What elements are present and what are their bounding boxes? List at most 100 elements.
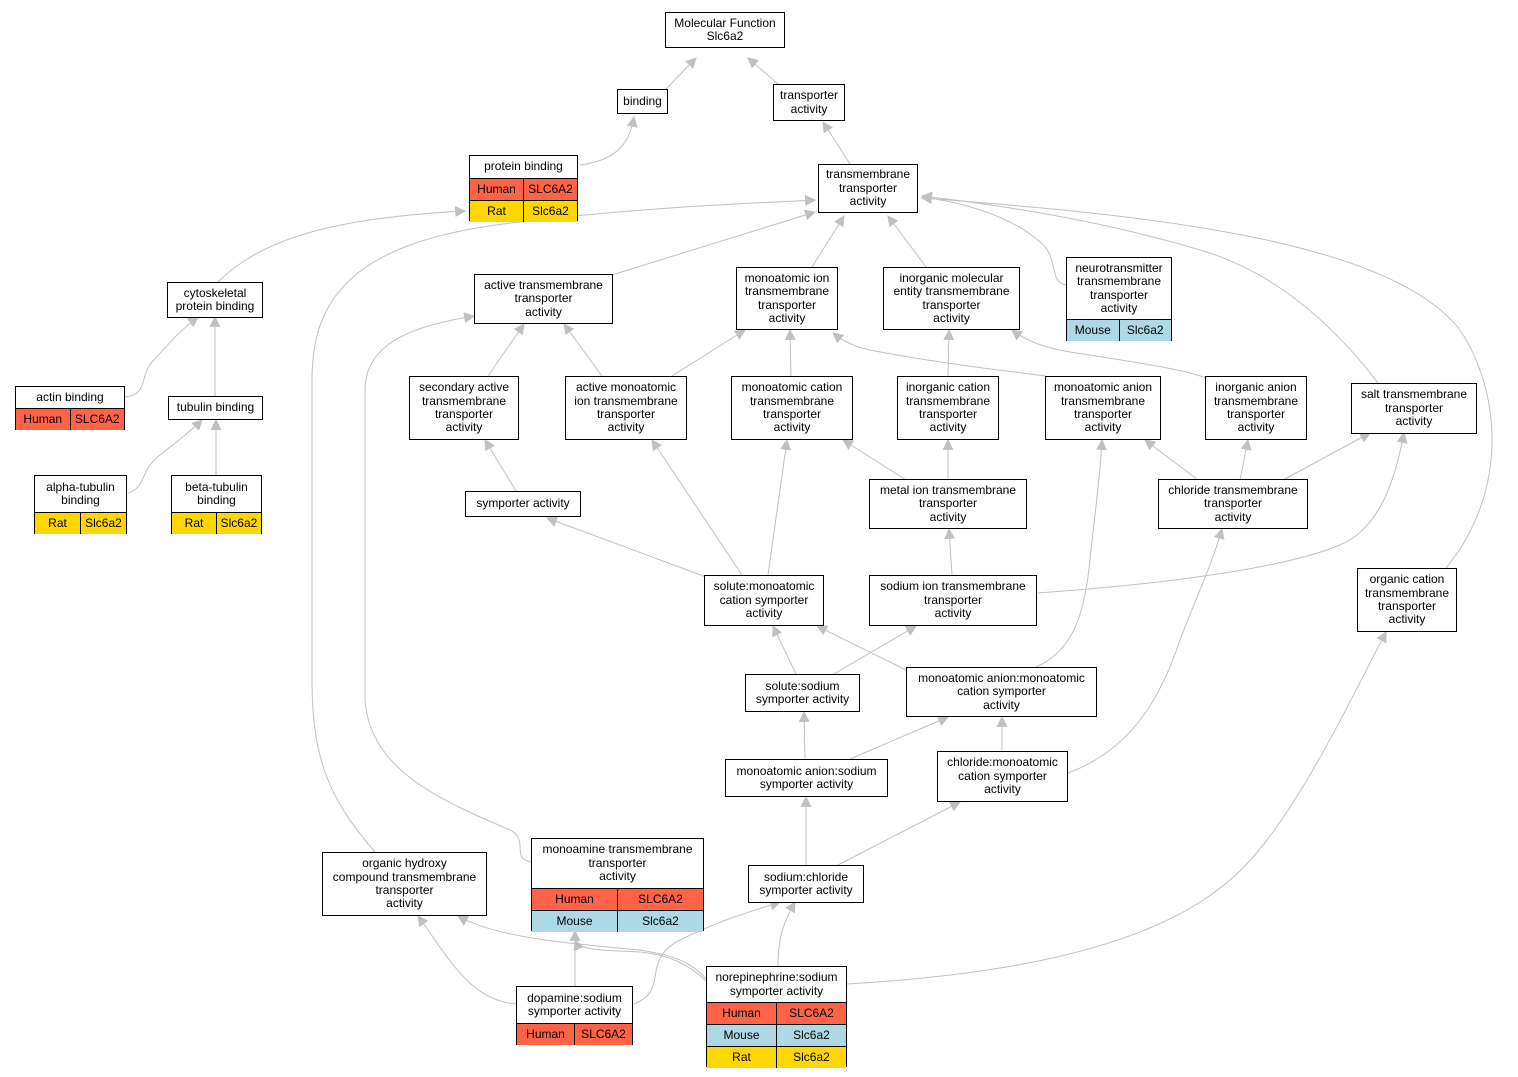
edge-atb-tb <box>127 419 203 494</box>
node-label: sodium ion transmembrane transporter act… <box>880 579 1026 621</box>
edge-dssa-scsa <box>633 899 782 1005</box>
edge-cpb-pb <box>217 206 467 283</box>
node-label: sodium:chloride symporter activity <box>759 869 853 897</box>
node-neurotransmitter-transmembrane-transporter-activity[interactable]: neurotransmitter transmembrane transport… <box>1066 257 1172 341</box>
edge-mctta-mitta <box>784 328 796 377</box>
node-label: Molecular Function Slc6a2 <box>674 15 776 43</box>
node-molecular-function[interactable]: Molecular Function Slc6a2 <box>665 12 785 48</box>
gene-cell: SLC6A2 <box>617 889 703 910</box>
node-label: active transmembrane transporter activit… <box>484 277 603 319</box>
node-transmembrane-transporter-activity[interactable]: transmembrane transporter activity <box>818 164 918 213</box>
edge-smcsa-mctta <box>767 438 792 576</box>
node-label: monoatomic anion transmembrane transport… <box>1053 380 1153 435</box>
node-transporter-activity[interactable]: transporter activity <box>773 84 845 121</box>
species-cell: Rat <box>48 515 67 530</box>
species-cell: Mouse <box>556 913 593 928</box>
edge-pb-binding <box>579 115 638 166</box>
edge-mtta-atta <box>364 312 532 863</box>
gene-cell: Slc6a2 <box>523 201 577 222</box>
node-organic-hydroxy-compound-transmembrane-transporter-activity[interactable]: organic hydroxy compound transmembrane t… <box>322 852 487 916</box>
node-sodium-ion-transmembrane-transporter-activity[interactable]: sodium ion transmembrane transporter act… <box>869 575 1037 626</box>
edge-satta-atta <box>487 323 525 377</box>
species-cell: Rat <box>184 515 204 530</box>
node-label: norepinephrine:sodium symporter activity <box>715 970 838 998</box>
node-chloride-monoatomic-cation-symporter-activity[interactable]: chloride:monoatomic cation symporter act… <box>937 751 1068 802</box>
gene-cell: Slc6a2 <box>80 513 126 534</box>
node-active-transmembrane-transporter-activity[interactable]: active transmembrane transporter activit… <box>474 274 613 324</box>
gene-cell: Slc6a2 <box>776 1025 846 1046</box>
edge-mitta2-mctta <box>842 439 907 481</box>
node-label: monoatomic anion:sodium symporter activi… <box>736 763 877 791</box>
node-secondary-active-transmembrane-transporter-activity[interactable]: secondary active transmembrane transport… <box>409 376 519 440</box>
node-label: symporter activity <box>476 496 570 511</box>
gene-cell: SLC6A2 <box>776 1003 846 1024</box>
species-cell: Mouse <box>1074 322 1111 337</box>
node-symporter-activity[interactable]: symporter activity <box>465 491 581 517</box>
node-dopamine-sodium-symporter-activity[interactable]: dopamine:sodium symporter activity Human… <box>516 986 633 1045</box>
species-cell: Rat <box>732 1049 751 1064</box>
edge-amitta-mitta <box>671 329 746 377</box>
species-cell: Mouse <box>723 1027 760 1042</box>
node-solute-monoatomic-cation-symporter-activity[interactable]: solute:monoatomic cation symporter activ… <box>704 575 824 626</box>
node-monoatomic-cation-transmembrane-transporter-activity[interactable]: monoatomic cation transmembrane transpor… <box>731 376 853 440</box>
annotation-row: Rat Slc6a2 <box>35 512 126 534</box>
node-inorganic-cation-transmembrane-transporter-activity[interactable]: inorganic cation transmembrane transport… <box>897 376 999 440</box>
node-monoamine-transmembrane-transporter-activity[interactable]: monoamine transmembrane transporter acti… <box>531 838 704 932</box>
node-label: organic hydroxy compound transmembrane t… <box>332 856 477 911</box>
node-inorganic-molecular-entity-transmembrane-transporter-activity[interactable]: inorganic molecular entity transmembrane… <box>883 267 1020 330</box>
node-norepinephrine-sodium-symporter-activity[interactable]: norepinephrine:sodium symporter activity… <box>706 966 847 1068</box>
edge-smcsa-sa <box>545 516 707 578</box>
node-chloride-transmembrane-transporter-activity[interactable]: chloride transmembrane transporter activ… <box>1158 479 1308 529</box>
node-inorganic-anion-transmembrane-transporter-activity[interactable]: inorganic anion transmembrane transporte… <box>1205 376 1307 440</box>
node-monoatomic-ion-transmembrane-transporter-activity[interactable]: monoatomic ion transmembrane transporter… <box>736 267 838 330</box>
node-label: solute:monoatomic cation symporter activ… <box>713 579 815 621</box>
edge-stta-tta <box>920 191 1379 384</box>
species-cell: Human <box>555 891 594 906</box>
edge-nssa-mtta-branch <box>573 938 708 983</box>
node-monoatomic-anion-sodium-symporter-activity[interactable]: monoatomic anion:sodium symporter activi… <box>725 759 888 797</box>
edge-mamcsa-smcsa <box>816 625 907 671</box>
edge-ohctta-tta <box>311 194 817 853</box>
node-label: binding <box>623 93 662 108</box>
edge-massa-sssa <box>798 710 810 760</box>
node-cytoskeletal-protein-binding[interactable]: cytoskeletal protein binding <box>167 282 263 318</box>
edge-ctta-iatta <box>1239 438 1252 481</box>
annotation-row: Human SLC6A2 <box>517 1023 632 1045</box>
edge-ctta-matta <box>1144 439 1199 481</box>
node-label: inorganic molecular entity transmembrane… <box>893 270 1010 325</box>
node-solute-sodium-symporter-activity[interactable]: solute:sodium symporter activity <box>745 674 860 712</box>
node-organic-cation-transmembrane-transporter-activity[interactable]: organic cation transmembrane transporter… <box>1357 568 1457 632</box>
node-label: salt transmembrane transporter activity <box>1360 387 1468 429</box>
node-metal-ion-transmembrane-transporter-activity[interactable]: metal ion transmembrane transporter acti… <box>869 479 1027 529</box>
node-label: dopamine:sodium symporter activity <box>527 990 622 1018</box>
species-cell: Rat <box>487 203 506 218</box>
node-label: chloride transmembrane transporter activ… <box>1168 482 1298 524</box>
edge-scsa-cmcsa <box>837 801 961 866</box>
node-sodium-chloride-symporter-activity[interactable]: sodium:chloride symporter activity <box>748 865 864 903</box>
edge-ctta-stta <box>1282 432 1371 481</box>
node-active-monoatomic-ion-transmembrane-transporter-activity[interactable]: active monoatomic ion transmembrane tran… <box>565 376 687 440</box>
node-monoatomic-anion-monoatomic-cation-symporter-activity[interactable]: monoatomic anion:monoatomic cation sympo… <box>906 667 1097 717</box>
edge-ictta-imetta <box>943 328 955 377</box>
annotation-row: Rat Slc6a2 <box>470 200 577 222</box>
gene-cell: SLC6A2 <box>574 1024 632 1045</box>
node-binding[interactable]: binding <box>617 89 668 114</box>
node-tubulin-binding[interactable]: tubulin binding <box>168 396 263 420</box>
node-monoatomic-anion-transmembrane-transporter-activity[interactable]: monoatomic anion transmembrane transport… <box>1045 376 1161 440</box>
node-label: tubulin binding <box>176 400 255 415</box>
edge-ta-mf <box>747 57 779 85</box>
edge-cmcsa-ctta <box>1067 527 1225 774</box>
node-label: neurotransmitter transmembrane transport… <box>1075 260 1163 315</box>
species-cell: Human <box>526 1026 565 1041</box>
node-salt-transmembrane-transporter-activity[interactable]: salt transmembrane transporter activity <box>1351 383 1477 434</box>
edge-mamcsa-matta <box>1035 438 1107 668</box>
